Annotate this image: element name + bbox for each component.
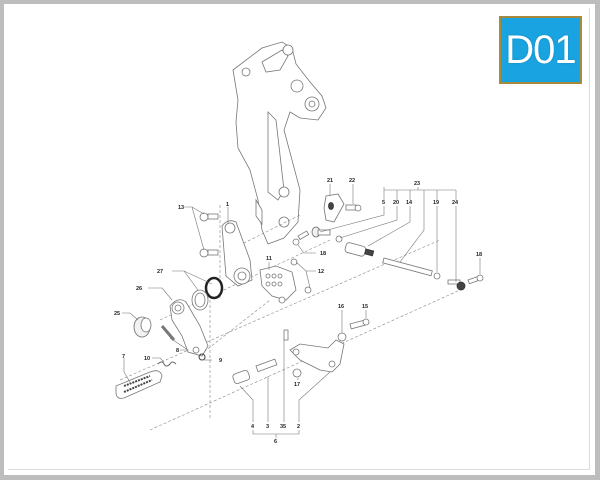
frame-bracket <box>232 41 327 245</box>
part-2-shift-lever <box>283 329 345 373</box>
label-22: 22 <box>349 178 355 184</box>
label-12: 12 <box>318 269 324 275</box>
frame-inner-border <box>8 8 590 470</box>
part-21-linkage <box>323 193 345 223</box>
label-20: 20 <box>393 200 399 206</box>
label-16: 16 <box>338 304 344 310</box>
part-13-bolts <box>199 212 219 258</box>
label-21: 21 <box>327 178 333 184</box>
label-13: 13 <box>178 205 184 211</box>
part-18-bolt-left <box>292 230 310 246</box>
label-18-right: 18 <box>476 252 482 258</box>
part-25-knurled-bearing <box>133 316 152 338</box>
label-27: 27 <box>157 269 163 275</box>
label-35: 35 <box>280 424 286 430</box>
label-5: 5 <box>382 200 385 206</box>
part-17-bushing <box>292 368 302 378</box>
label-23: 23 <box>414 181 420 187</box>
diagram-code-badge: D01 <box>499 16 582 84</box>
label-4: 4 <box>251 424 255 430</box>
part-3-shaft <box>255 358 278 373</box>
part-27-seals <box>191 276 224 311</box>
label-9: 9 <box>219 358 222 364</box>
label-24: 24 <box>452 200 459 206</box>
part-10-spring <box>157 361 177 367</box>
label-2: 2 <box>297 424 300 430</box>
assembly-lines <box>119 205 461 431</box>
part-23-rod <box>382 257 433 277</box>
label-1: 1 <box>226 202 229 208</box>
label-25: 25 <box>114 311 120 317</box>
part-8-pin <box>160 325 176 341</box>
label-15: 15 <box>362 304 368 310</box>
label-18-left: 18 <box>320 251 326 257</box>
label-11: 11 <box>266 256 272 262</box>
part-9-clip <box>198 353 206 361</box>
part-14-rod-end <box>344 242 375 257</box>
callout-labels: 13 1 27 26 25 8 10 7 9 11 12 18 21 22 23… <box>114 178 482 445</box>
label-8: 8 <box>176 348 179 354</box>
part-11-plate <box>259 258 312 304</box>
part-22-bolt <box>345 204 362 212</box>
label-26: 26 <box>136 286 142 292</box>
label-19: 19 <box>433 200 439 206</box>
label-3: 3 <box>266 424 269 430</box>
part-15-bolt <box>349 318 370 330</box>
part-16-bushing <box>337 332 347 342</box>
label-14: 14 <box>406 200 413 206</box>
part-5-20-fittings <box>311 226 343 243</box>
label-7: 7 <box>122 354 125 360</box>
label-6: 6 <box>274 439 277 445</box>
part-4-rubber <box>232 369 251 384</box>
label-10: 10 <box>144 356 150 362</box>
part-19-24-18-right <box>433 272 484 291</box>
label-17: 17 <box>294 382 300 388</box>
part-7-footpeg <box>115 370 163 399</box>
leader-lines <box>122 184 481 438</box>
part-1-lever <box>221 220 253 287</box>
